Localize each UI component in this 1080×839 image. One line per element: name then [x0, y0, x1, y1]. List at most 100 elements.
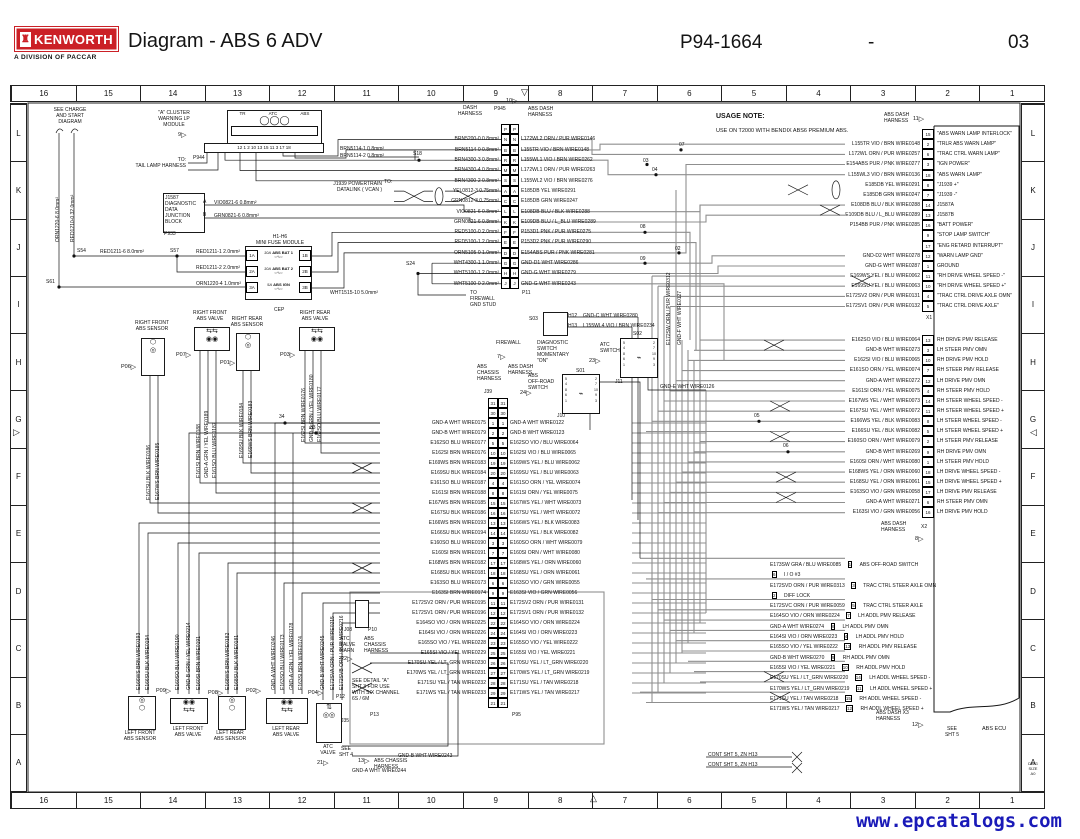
pin-number: 8 [830, 622, 836, 630]
pin-number: 22 [488, 618, 498, 628]
wire-label: WHT5100-1 2.0mm² [453, 270, 499, 277]
wire-label: E167SU YEL / WHT WIRE0072 [849, 408, 920, 415]
wire-label: E163SO BLU WIRE0173 [280, 634, 286, 690]
ecu-function-label: LH ADDL PMV OMN [842, 623, 889, 630]
connector-row: BRN4300-3 0.8mm² R R L155WL1 VIO / BRN W… [391, 154, 657, 166]
connector-row: E166SU BLK WIRE0194 14 14 E166SU YEL / B… [385, 528, 628, 538]
grid-cell: 11 [333, 793, 399, 808]
connector-label: X1 [926, 315, 933, 321]
wire-label: E171WS YEL / TAN WIRE0217 [510, 690, 580, 696]
kenworth-logo: ♜ KENWORTH [14, 26, 119, 52]
grid-cell: 6 [656, 793, 722, 808]
pin-number: 25 [498, 648, 508, 658]
pin-number: 31 [498, 398, 508, 408]
grid-cell: 7 [592, 86, 657, 101]
wire-label: E170SU YEL / LT_GRN WIRE0220 [510, 660, 589, 666]
kenworth-logo-icon: ♜ [20, 31, 31, 47]
wire-label: GND-A WHT WIRE0122 [510, 420, 565, 426]
wire-label: E163SI BRN WIRE0174 [432, 590, 486, 596]
pin-number: E [501, 237, 510, 248]
wire-label: E172SV2 ORN / PUR WIRE0195 [412, 600, 486, 606]
splice-label: S18 [413, 151, 422, 157]
pin-number: 11 [498, 598, 508, 608]
connector-row: GND-B WHT WIRE0273 3 LH STEER PMV OMN [770, 345, 1018, 356]
ecu-function-label: LH DRIVE WHEEL SPEED - [937, 468, 1001, 475]
ecu-function-label: RH ADDL WHEEL SPEED + [860, 706, 924, 713]
pin-number: 5 [922, 426, 934, 437]
wire-label: L172WL2 ORN / PUR WIRE0146 [521, 136, 596, 143]
pin-number: 4 [498, 478, 508, 488]
wire-label: L172WL1 ORN / PUR WIRE0263 [521, 167, 596, 174]
ecu-function-label: RH ADDL PMV HOLD [856, 664, 906, 671]
wire-label: E168SU YEL / ORN WIRE0061 [510, 570, 581, 576]
pin-number: M [510, 165, 519, 176]
connector-row: E167WS YEL / WHT WIRE0073 14 RH STEER WH… [770, 395, 1018, 406]
splice-label: S54 [77, 248, 86, 254]
pin-number: C [501, 196, 510, 207]
harness-label: ABS DASH HARNESS [508, 364, 534, 376]
connector-label: P10 [368, 627, 377, 633]
connector-row: WHT5100-1 2.0mm² H H GND-G WHT WIRE0279 [391, 268, 657, 279]
connector-row: L155WL3 VIO / BRN WIRE0136 18 "ABS WARN … [770, 169, 1018, 180]
wire-label: E171WS YEL / TAN WIRE0233 [416, 690, 486, 696]
atc-switch: 5 4 8 6 1 ⌁ 2 7 10 9 3 [620, 338, 658, 378]
pin-label: A [203, 199, 207, 205]
pin-number: B [510, 144, 519, 155]
wire-label: E170SU YEL / LT_GRN WIRE0230 [407, 660, 486, 666]
sheet-ref-triangle-icon: P04 [308, 690, 323, 697]
pin-number: 28 [498, 678, 508, 688]
wire-label: E161SI BRN WIRE0188 [196, 424, 202, 478]
pin-number: 6 [488, 578, 498, 588]
harness-label: DASH HARNESS [457, 105, 483, 117]
wire-label: GND-B WHT WIRE0270 [770, 654, 825, 661]
connector-row: 17 "ENG RETARD INTERRUPT" [770, 240, 1018, 251]
connector-row: WHT4300-1 1.0mm² G G GND-D1 WHT WIRE0286 [391, 257, 657, 269]
connector-label: P945 [494, 106, 506, 112]
connector-label: J08 [344, 627, 353, 633]
pin-number: J [510, 278, 519, 289]
connector-label: J11 [615, 379, 623, 385]
brand-name: KENWORTH [34, 31, 113, 47]
left-front-abs-sensor: ◎⬡ [128, 696, 156, 730]
wire-label: E162SO VIO / BLU WIRE0064 [510, 440, 579, 446]
abs-off-road-switch: 5 4 8 6 1 ⌁ 2 7 10 9 3 [562, 374, 600, 414]
footer-url: www.epcatalogs.com [856, 810, 1062, 832]
pin-number: 25 [488, 648, 498, 658]
fuse-pin: 2B [299, 265, 311, 277]
grid-cell: 16 [11, 793, 76, 808]
wire-label: E109DB BLU / L_BLU WIRE0289 [521, 218, 596, 225]
pin-number: 16 [922, 507, 934, 518]
wire-label: E161SO BLU WIRE0187 [430, 480, 486, 486]
grid-cell: 2 [914, 86, 980, 101]
datalink-label: J1939 POWERTRAIN DATALINK ( VCAN ) [333, 181, 382, 193]
ecu-function-label: LH DRIVE PMV HOLD [937, 509, 988, 516]
device-label: LEFT REAR ABS SENSOR [213, 730, 247, 742]
pin-number: 4 [843, 633, 849, 641]
pin-number: 17 [922, 240, 934, 251]
pin-number: 1 [498, 418, 508, 428]
switch-pins: 2 7 10 9 3 [652, 341, 656, 367]
sheet-ref-triangle-icon: P02 [246, 688, 261, 695]
pin-number: B [501, 144, 510, 155]
firewall-label: FIREWALL [496, 340, 521, 346]
pin-number: 9 [922, 230, 934, 241]
see-sheet-note: SEE SHT 4 [338, 746, 354, 758]
pin-number: 11 [488, 598, 498, 608]
wire-label: E166WS YEL / BLK WIRE0083 [850, 418, 920, 425]
switch-contact-icon: ⌁ [636, 353, 642, 362]
wire-label: GND-A WHT WIRE0175 [431, 420, 486, 426]
wire-label: WHT4300-1 1.0mm² [453, 260, 499, 266]
splice-label: 09 [640, 256, 646, 262]
ecu-function-label: LH STEER PMV RELEASE [937, 438, 999, 445]
grid-cell: J [11, 218, 26, 276]
pin-number: 7 [922, 189, 934, 200]
wire-label: E167WS BRN WIRE0185 [155, 442, 161, 500]
pin-number: 15 [488, 498, 498, 508]
pin-number: H [501, 268, 510, 279]
ecu-function-label: TRAC CTRL STEER AXLE OMN [863, 582, 937, 589]
wire-label: E168SU BLK WIRE0181 [234, 634, 240, 690]
connector-row: 15 "ABS WARN LAMP INTERLOCK" [770, 129, 1018, 140]
connector-row: E162SI VIO / BLU WIRE0065 10 RH DRIVE PM… [770, 355, 1018, 366]
